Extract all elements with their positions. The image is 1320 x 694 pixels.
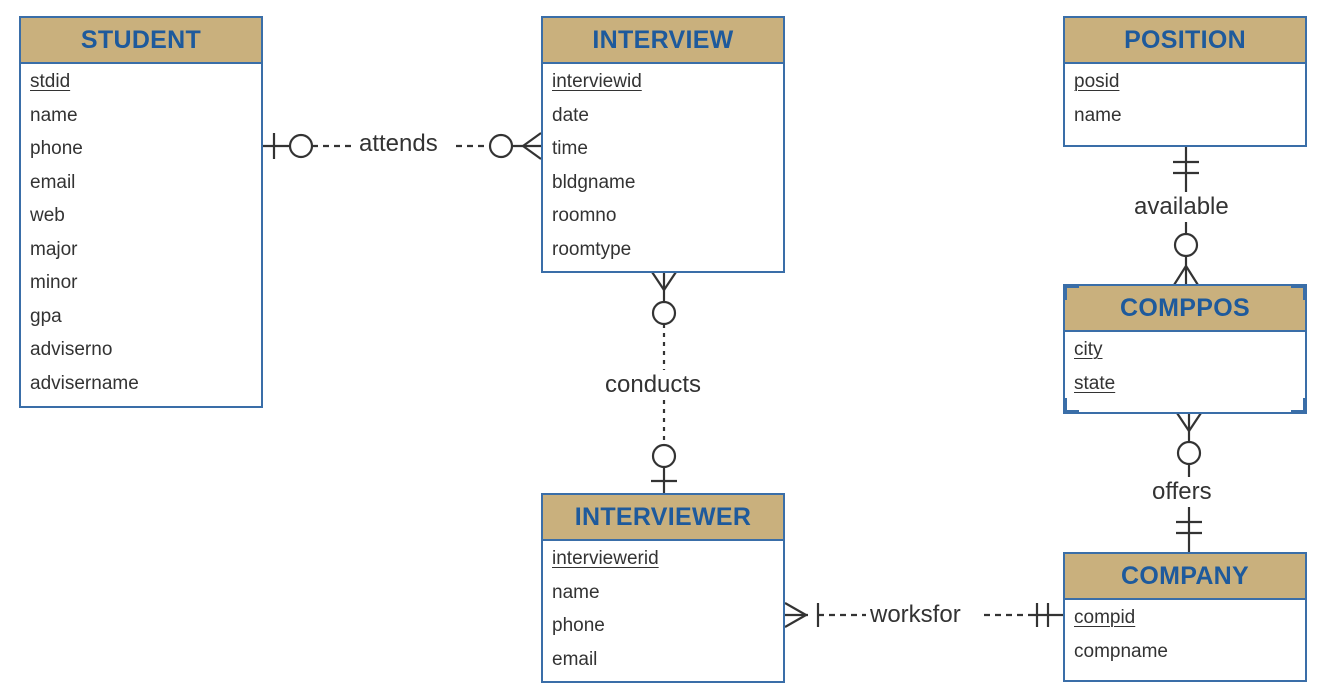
- weak-entity-corner: [1291, 286, 1305, 300]
- offers-line: [1176, 412, 1202, 553]
- available-line: [1173, 146, 1199, 286]
- attribute: major: [30, 238, 78, 260]
- attribute: email: [30, 171, 76, 193]
- weak-entity-corner: [1065, 398, 1079, 412]
- available-label: available: [1130, 193, 1233, 221]
- attribute-primary-key: state: [1074, 372, 1116, 394]
- attribute: roomtype: [552, 238, 632, 260]
- attribute: date: [552, 104, 589, 126]
- conducts-line: [651, 271, 677, 494]
- entity-title: POSITION: [1065, 18, 1305, 64]
- attribute: time: [552, 138, 588, 159]
- entity-interview[interactable]: INTERVIEW interviewid date time bldgname…: [541, 16, 785, 273]
- attribute-primary-key: interviewerid: [552, 548, 659, 569]
- attends-line: [262, 132, 542, 160]
- attribute: roomno: [552, 205, 617, 226]
- attribute: compname: [1074, 640, 1168, 662]
- entity-title: COMPPOS: [1065, 286, 1305, 332]
- entity-company[interactable]: COMPANY compid compname: [1063, 552, 1307, 682]
- attribute-primary-key: interviewid: [552, 71, 642, 92]
- weak-entity-corner: [1065, 286, 1079, 300]
- attribute: web: [30, 205, 65, 226]
- weak-entity-corner: [1291, 398, 1305, 412]
- attribute: minor: [30, 272, 78, 293]
- entity-title: INTERVIEWER: [543, 495, 783, 541]
- entity-student[interactable]: STUDENT stdid name phone email web major…: [19, 16, 263, 408]
- attribute: advisername: [30, 372, 139, 394]
- entity-position[interactable]: POSITION posid name: [1063, 16, 1307, 147]
- conducts-label: conducts: [601, 371, 706, 399]
- attribute: name: [552, 581, 600, 603]
- worksfor-label: worksfor: [866, 601, 965, 629]
- entity-title: INTERVIEW: [543, 18, 783, 64]
- attribute: gpa: [30, 305, 62, 327]
- attribute: adviserno: [30, 339, 113, 360]
- attends-label: attends: [355, 130, 442, 158]
- entity-title: COMPANY: [1065, 554, 1305, 600]
- attribute: phone: [552, 615, 605, 636]
- attribute: phone: [30, 138, 83, 159]
- entity-comppos[interactable]: COMPPOS city state: [1063, 284, 1307, 414]
- attribute: bldgname: [552, 171, 636, 193]
- attribute-primary-key: city: [1074, 339, 1103, 360]
- attribute-primary-key: posid: [1074, 71, 1120, 92]
- worksfor-line: [784, 602, 1064, 628]
- attribute-primary-key: stdid: [30, 71, 71, 92]
- entity-interviewer[interactable]: INTERVIEWER interviewerid name phone ema…: [541, 493, 785, 683]
- attribute: name: [1074, 104, 1122, 126]
- offers-label: offers: [1148, 478, 1216, 506]
- attribute: name: [30, 104, 78, 126]
- entity-title: STUDENT: [21, 18, 261, 64]
- attribute-primary-key: compid: [1074, 607, 1136, 628]
- attribute: email: [552, 648, 598, 670]
